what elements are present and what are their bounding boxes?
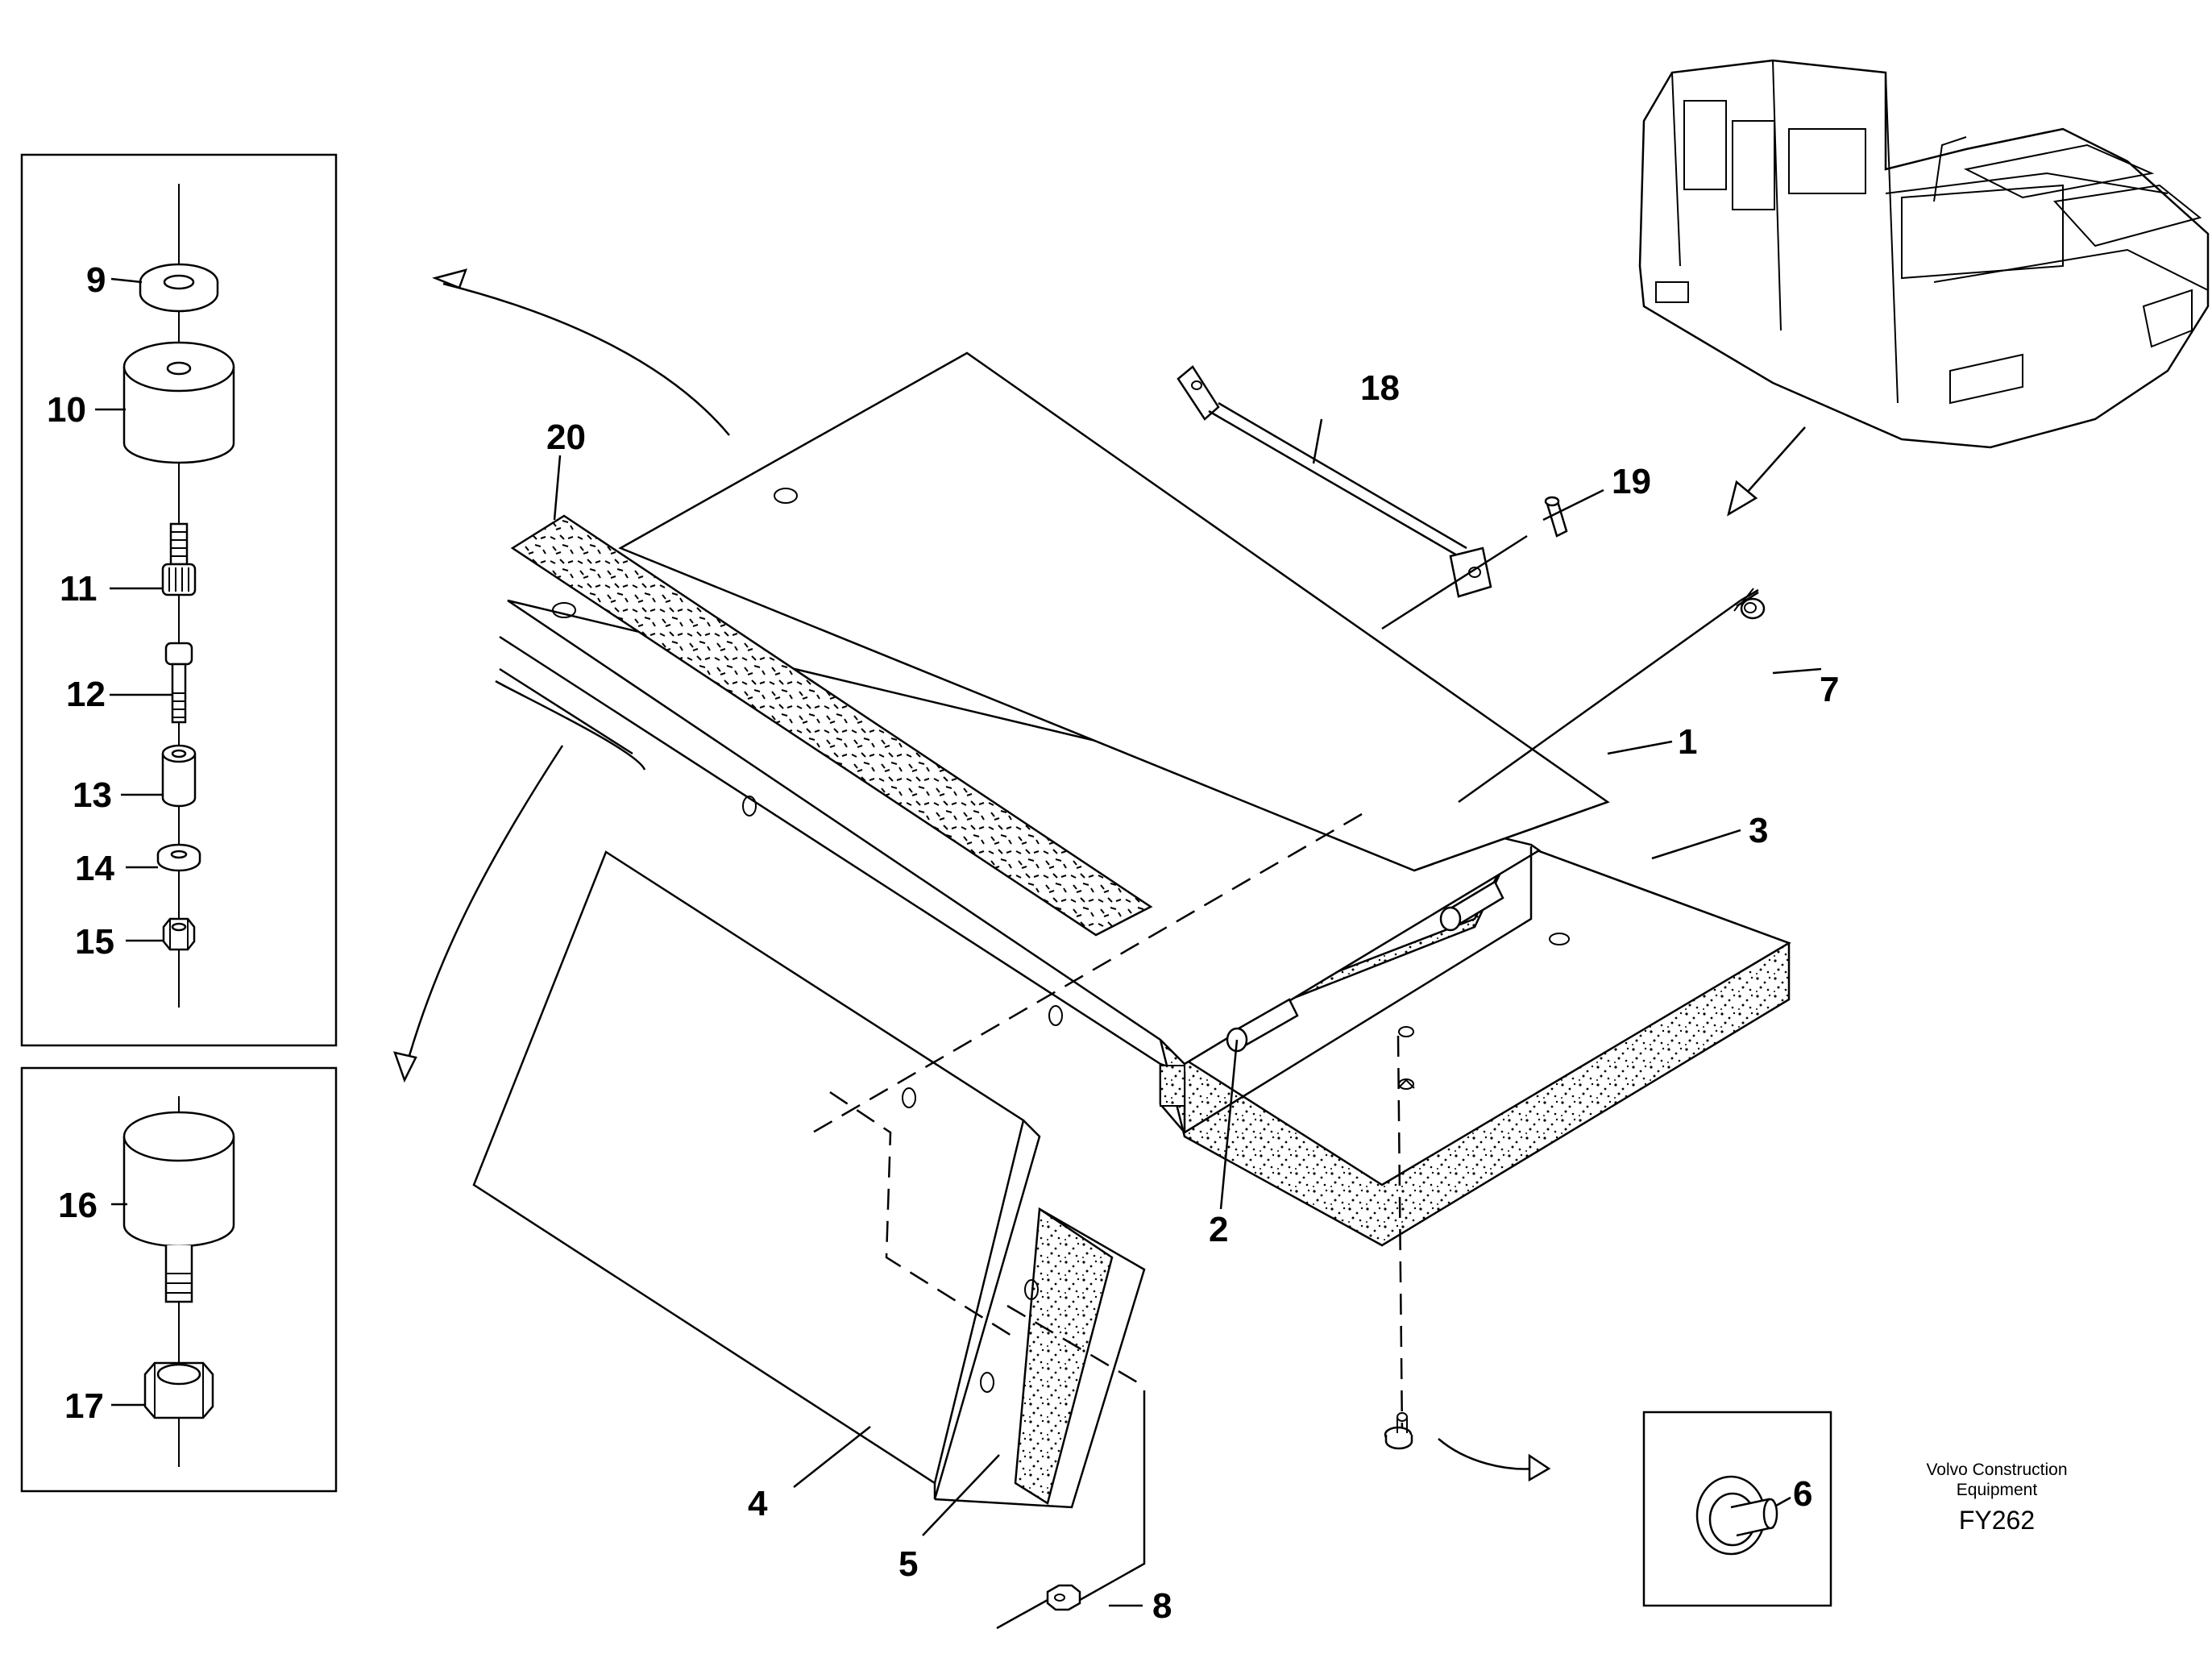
panel-assembly <box>472 351 1791 1630</box>
guide-line-1 <box>805 812 1363 1138</box>
part-labels: 1 2 3 4 5 6 7 8 9 10 11 12 13 14 15 16 1… <box>47 260 1839 1626</box>
label-part-9: 9 <box>86 260 106 300</box>
inset-frame-2 <box>20 1066 338 1493</box>
bolt-part-12 <box>164 642 193 724</box>
label-part-13: 13 <box>73 775 112 815</box>
sleeve-part-13 <box>161 744 197 808</box>
rubber-mount-part-10 <box>122 341 235 464</box>
arrow-head-to-detail <box>1528 1453 1551 1482</box>
inset-box-buffer-assembly <box>20 1066 338 1493</box>
caption-line-1: Volvo Construction <box>1926 1461 2067 1479</box>
label-part-19: 19 <box>1612 462 1651 501</box>
label-part-14: 14 <box>75 849 114 888</box>
label-part-20: 20 <box>546 418 586 457</box>
pin-part-19 <box>1544 496 1568 538</box>
label-part-6: 6 <box>1793 1474 1812 1514</box>
label-part-11: 11 <box>60 569 98 609</box>
excavator-illustration <box>1638 59 2210 449</box>
label-part-1: 1 <box>1678 722 1697 762</box>
label-part-2: 2 <box>1209 1210 1228 1249</box>
guide-line-6 <box>1397 1035 1404 1436</box>
nut-part-17 <box>143 1361 214 1419</box>
label-part-5: 5 <box>898 1544 918 1584</box>
label-part-8: 8 <box>1152 1586 1172 1626</box>
label-part-17: 17 <box>64 1386 104 1426</box>
inset-box-mount-assembly <box>20 153 338 1047</box>
label-part-4: 4 <box>748 1484 768 1523</box>
drawing-code: FY262 <box>1959 1506 2035 1535</box>
side-insulation-part-5 <box>1014 1207 1114 1505</box>
frame-sleeve <box>1226 880 1504 1053</box>
inset-frame <box>20 153 338 1047</box>
washer-part-14 <box>156 843 201 872</box>
label-part-16: 16 <box>58 1186 98 1225</box>
nut-part-8 <box>1046 1584 1081 1611</box>
screw-part-11 <box>161 522 197 596</box>
side-panel-part-4 <box>472 850 1025 1486</box>
bolt-part-6-small <box>1384 1412 1413 1450</box>
detail-box-part-6 <box>1642 1411 1832 1607</box>
direction-arrows <box>393 268 1806 1482</box>
label-part-10: 10 <box>47 390 86 430</box>
washer-part-9 <box>139 263 219 313</box>
insulation-strip-part-20 <box>510 514 1153 937</box>
caption-line-2: Equipment <box>1957 1481 2038 1499</box>
caption-block: Volvo Construction Equipment FY262 <box>1926 1461 2067 1535</box>
label-part-18: 18 <box>1360 368 1400 408</box>
tie-rod-part-18 <box>1177 365 1528 630</box>
label-part-15: 15 <box>75 922 114 962</box>
label-part-12: 12 <box>66 675 106 714</box>
label-part-7: 7 <box>1820 670 1839 709</box>
arrow-head-to-panel <box>1727 480 1758 517</box>
label-part-3: 3 <box>1749 811 1768 850</box>
arrow-head-up-left <box>432 268 467 289</box>
arrow-head-down <box>393 1051 417 1083</box>
nut-part-15 <box>162 917 196 951</box>
buffer-part-16 <box>122 1111 235 1303</box>
screw-part-7 <box>1733 588 1766 620</box>
